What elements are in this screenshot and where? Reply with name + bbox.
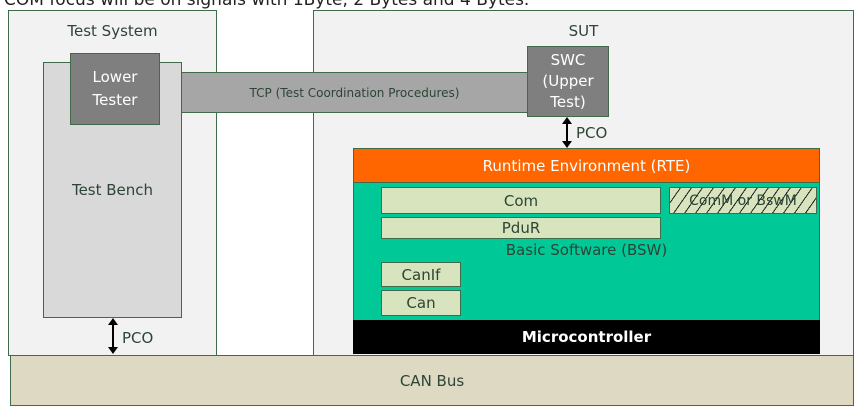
microcontroller-layer: Microcontroller (353, 320, 820, 354)
lower-tester: Lower Tester (70, 53, 160, 125)
comm-bswm-module: ComM or BswM (669, 187, 817, 214)
pco-label-upper: PCO (576, 124, 608, 142)
test-system-title: Test System (67, 22, 158, 40)
tcp-bar: TCP (Test Coordination Procedures) (181, 72, 528, 113)
pdur-module: PduR (381, 217, 661, 239)
can-bus: CAN Bus (10, 355, 854, 406)
rte-layer: Runtime Environment (RTE) (353, 148, 820, 183)
sut-title: SUT (568, 22, 599, 40)
swc-upper-test: SWC (Upper Test) (527, 46, 609, 117)
com-module: Com (381, 187, 661, 214)
caption-text: COM focus will be on signals with 1Byte,… (4, 0, 530, 10)
can-module: Can (381, 290, 461, 316)
pco-label-lower: PCO (122, 329, 154, 347)
bsw-label: Basic Software (BSW) (505, 241, 668, 259)
canif-module: CanIf (381, 262, 461, 287)
